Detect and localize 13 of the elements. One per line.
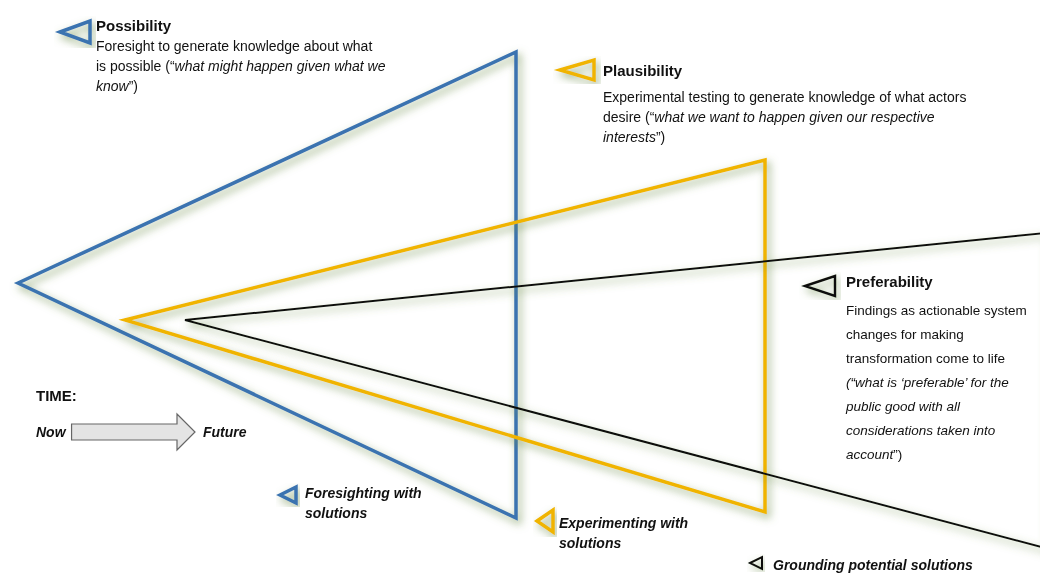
description: Experimental testing to generate knowledge of what actors desire (“what we want to happen given our respective interests”)	[603, 88, 968, 147]
heading: Preferability	[846, 272, 933, 292]
description: Foresight to generate knowledge about what is possible (“what might happen given what we know”)	[96, 37, 386, 96]
description: Findings as actionable system changes for making transformation come to life (“what is ‘preferable’ for the public good with all considerations taken into account”)	[846, 302, 1028, 464]
time-label: Now	[36, 424, 66, 440]
stage-label: Grounding potential solutions	[773, 556, 974, 575]
heading: Plausibility	[603, 61, 683, 81]
stage-label: Foresighting with solutions	[305, 484, 423, 523]
stage-label: Experimenting with solutions	[559, 514, 689, 553]
block-arrow	[70, 412, 196, 452]
axis-title: TIME:	[36, 386, 77, 406]
time-label: Future	[203, 424, 247, 440]
heading: Possibility	[96, 16, 172, 36]
